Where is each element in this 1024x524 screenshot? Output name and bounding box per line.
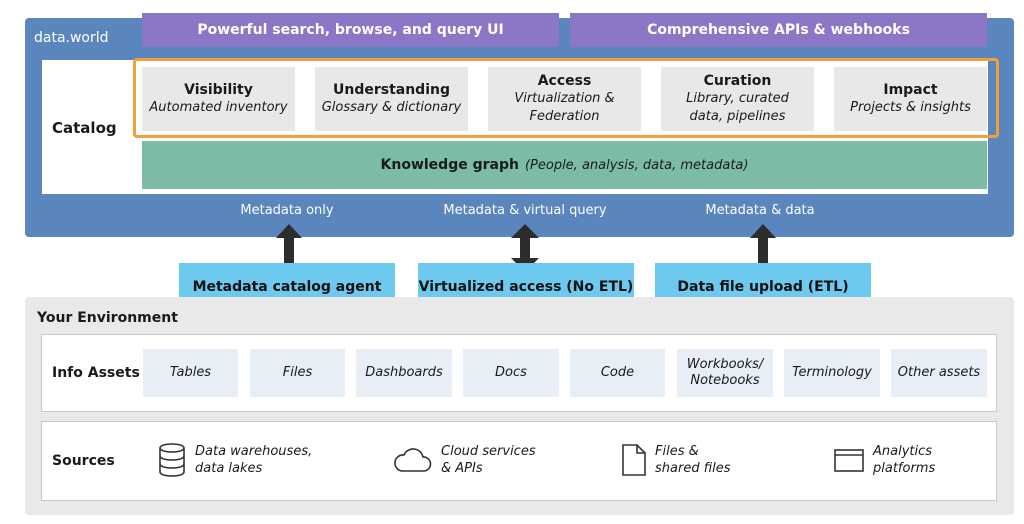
asset-tile-docs: Docs (463, 349, 559, 397)
search-ui-bar: Powerful search, browse, and query UI (142, 13, 559, 47)
asset-tile-code: Code (570, 349, 665, 397)
source-analytics-platforms: Analytics platforms (833, 443, 953, 477)
capability-subtitle: Glossary & dictionary (321, 100, 462, 115)
capability-subtitle: Automated inventory (149, 100, 288, 115)
capability-title: Visibility (184, 82, 253, 98)
source-files: Files & shared files (621, 443, 745, 477)
capability-subtitle: Library, curated data, pipelines (686, 91, 789, 124)
source-data-warehouses: Data warehouses, data lakes (157, 443, 315, 477)
source-text: Data warehouses, data lakes (195, 444, 313, 476)
sources-row (41, 421, 997, 501)
cloud-icon (394, 448, 432, 472)
up-arrow-icon (276, 224, 302, 264)
capability-impact: Impact Projects & insights (834, 67, 987, 131)
brand-label: data.world (34, 30, 109, 46)
capability-understanding: Understanding Glossary & dictionary (315, 67, 468, 131)
source-cloud-services: Cloud services & APIs (393, 443, 541, 477)
up-arrow-icon (750, 224, 776, 264)
capability-visibility: Visibility Automated inventory (142, 67, 295, 131)
source-text: Files & shared files (655, 444, 731, 476)
capability-title: Impact (883, 82, 938, 98)
asset-tile-terminology: Terminology (784, 349, 880, 397)
asset-tile-files: Files (250, 349, 345, 397)
bidirectional-arrow-icon (511, 224, 539, 272)
source-text: Cloud services & APIs (441, 444, 536, 476)
file-icon (622, 444, 646, 476)
knowledge-graph-subtitle: (People, analysis, data, metadata) (524, 157, 749, 173)
flow-label-virtual-query: Metadata & virtual query (443, 203, 607, 218)
capability-subtitle: Projects & insights (850, 100, 971, 115)
database-icon (159, 443, 185, 477)
capability-title: Understanding (332, 82, 450, 98)
capability-curation: Curation Library, curated data, pipeline… (661, 67, 814, 131)
asset-tile-workbooks: Workbooks/ Notebooks (677, 349, 773, 397)
info-assets-label: Info Assets (52, 365, 140, 381)
catalog-label: Catalog (52, 119, 117, 137)
knowledge-graph-bar: Knowledge graph (People, analysis, data,… (142, 141, 987, 189)
asset-tile-tables: Tables (143, 349, 238, 397)
asset-tile-other-assets: Other assets (891, 349, 987, 397)
sources-label: Sources (52, 453, 115, 469)
flow-label-metadata-only: Metadata only (240, 203, 334, 218)
capability-title: Access (537, 73, 592, 89)
capabilities-highlight-frame (133, 58, 999, 138)
flow-label-metadata-data: Metadata & data (705, 203, 815, 218)
knowledge-graph-title: Knowledge graph (380, 157, 519, 173)
capability-title: Curation (703, 73, 772, 89)
environment-title: Your Environment (37, 310, 178, 326)
asset-tile-dashboards: Dashboards (356, 349, 452, 397)
window-icon (834, 449, 864, 472)
capability-access: Access Virtualization & Federation (488, 67, 641, 131)
apis-webhooks-bar: Comprehensive APIs & webhooks (570, 13, 987, 47)
capability-subtitle: Virtualization & Federation (514, 91, 615, 124)
source-text: Analytics platforms (873, 444, 936, 476)
